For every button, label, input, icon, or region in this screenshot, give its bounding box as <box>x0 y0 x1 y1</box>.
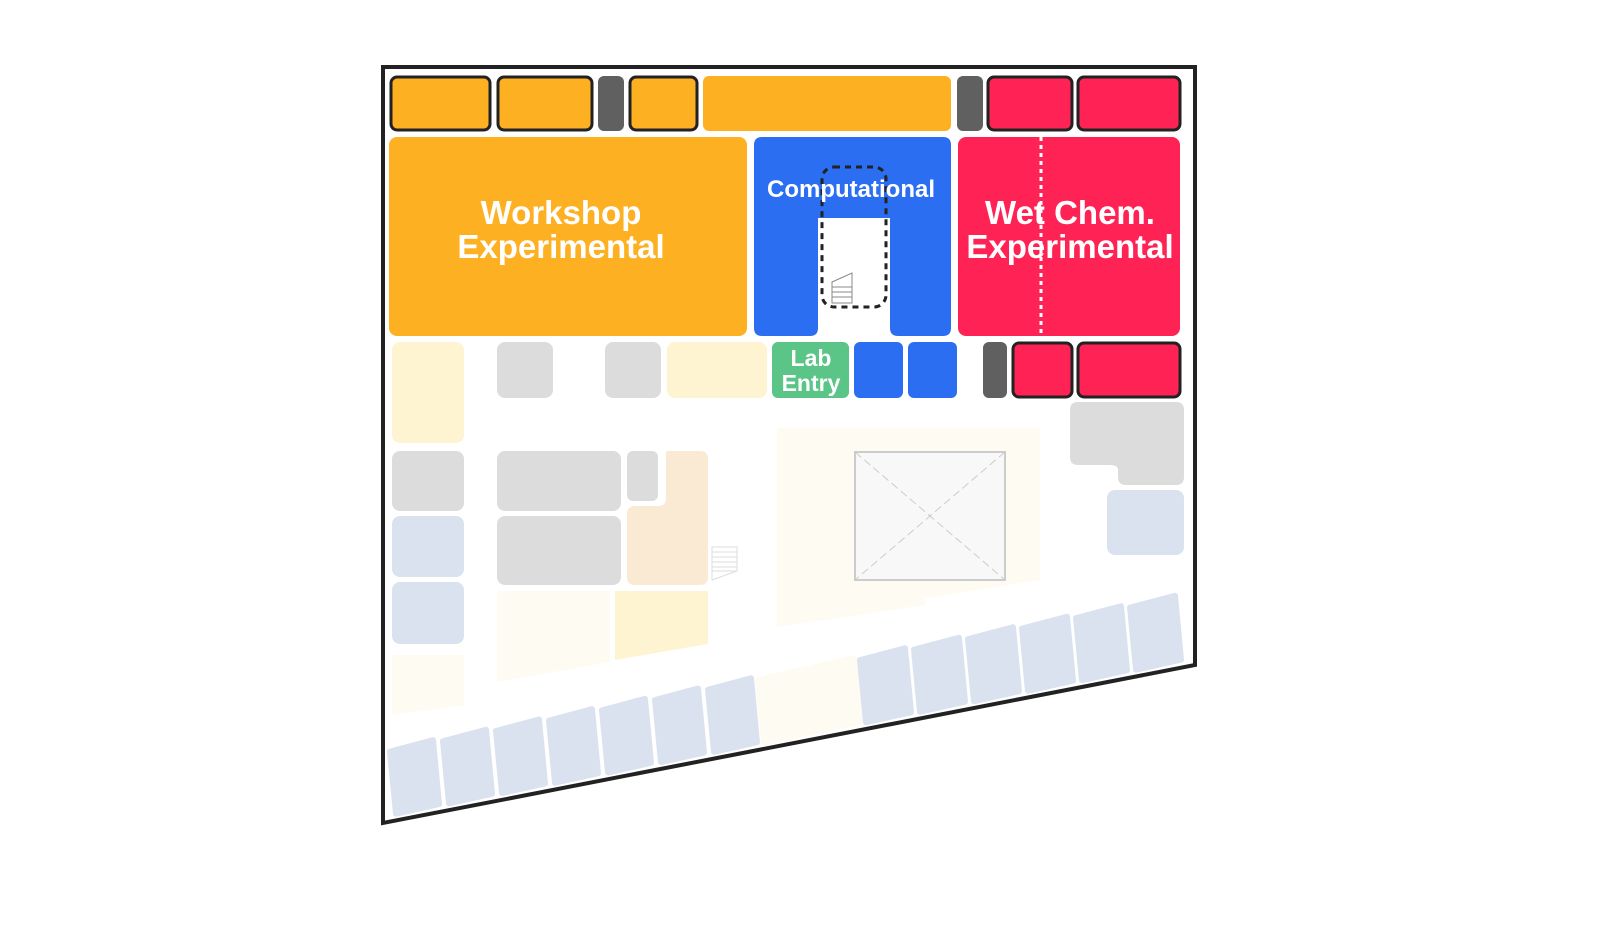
bottom-cell-blue <box>599 695 654 776</box>
lab-entry[interactable]: Lab Entry <box>772 342 849 398</box>
room-faded-cream <box>392 342 464 443</box>
lab-workshop[interactable]: Workshop Experimental <box>389 137 747 336</box>
room-faded-blue <box>392 582 464 644</box>
room-orange[interactable] <box>628 75 699 132</box>
room-blue[interactable] <box>854 342 903 398</box>
bottom-cell-cream <box>755 655 863 746</box>
bottom-cell-blue <box>1019 613 1076 694</box>
bottom-cell-blue <box>493 716 548 797</box>
room-faded-yellow <box>615 591 708 660</box>
stairs-icon <box>711 546 738 581</box>
bottom-cell-blue <box>965 624 1022 705</box>
elevator-outline <box>820 165 888 309</box>
bottom-cell-blue <box>387 737 442 817</box>
room-orange[interactable] <box>496 75 594 132</box>
building-outline <box>381 65 1197 826</box>
room-faded-gray <box>497 451 621 511</box>
room-red[interactable] <box>1076 75 1182 132</box>
bottom-cell-row <box>387 592 1184 817</box>
room-orange-large[interactable] <box>703 76 951 131</box>
lab-entry-label-line1: Lab <box>791 345 832 371</box>
room-faded-cream <box>497 591 610 682</box>
workshop-label-line1: Workshop <box>481 194 642 231</box>
room-orange[interactable] <box>389 75 492 132</box>
bottom-cell-blue <box>911 634 968 715</box>
room-faded-gray <box>392 451 464 511</box>
room-faded-blue <box>1107 490 1184 555</box>
wet-chem-label-line1: Wet Chem. <box>985 194 1155 231</box>
workshop-label-line2: Experimental <box>457 228 664 265</box>
room-service <box>957 76 983 131</box>
room-faded-gray <box>497 342 553 398</box>
room-faded-cream <box>667 342 767 398</box>
bottom-cell-blue <box>546 706 601 786</box>
bottom-cell-blue <box>1127 592 1184 673</box>
room-faded-gray <box>605 342 661 398</box>
room-service <box>598 76 624 131</box>
stairs-icon <box>831 272 853 304</box>
room-blue[interactable] <box>908 342 957 398</box>
lab-computational[interactable]: Computational <box>754 137 951 336</box>
void-placeholder <box>854 451 1006 581</box>
room-red[interactable] <box>1076 341 1182 399</box>
room-red[interactable] <box>1011 341 1074 399</box>
room-faded-peach <box>627 451 708 585</box>
top-room-row <box>389 75 1182 132</box>
room-faded-gray <box>627 451 658 501</box>
bottom-cell-blue <box>1073 603 1130 684</box>
room-faded-blue <box>392 516 464 577</box>
faded-area <box>392 342 1184 715</box>
room-faded-gray <box>1070 402 1184 485</box>
wet-chem-label-line2: Experimental <box>966 228 1173 265</box>
bottom-cell-blue <box>857 645 914 726</box>
bottom-cell-blue <box>440 726 495 807</box>
lab-wet-chem[interactable]: Wet Chem. Experimental <box>958 137 1180 336</box>
room-faded-gray <box>497 516 621 585</box>
middle-room-row: Lab Entry <box>497 341 1182 399</box>
lab-entry-label-line2: Entry <box>782 370 841 396</box>
bottom-cell-blue <box>705 675 760 755</box>
room-service <box>983 342 1007 398</box>
room-faded-cream <box>392 655 464 715</box>
bottom-cell-blue <box>652 685 707 766</box>
room-red[interactable] <box>986 75 1074 132</box>
computational-label: Computational <box>767 176 935 203</box>
